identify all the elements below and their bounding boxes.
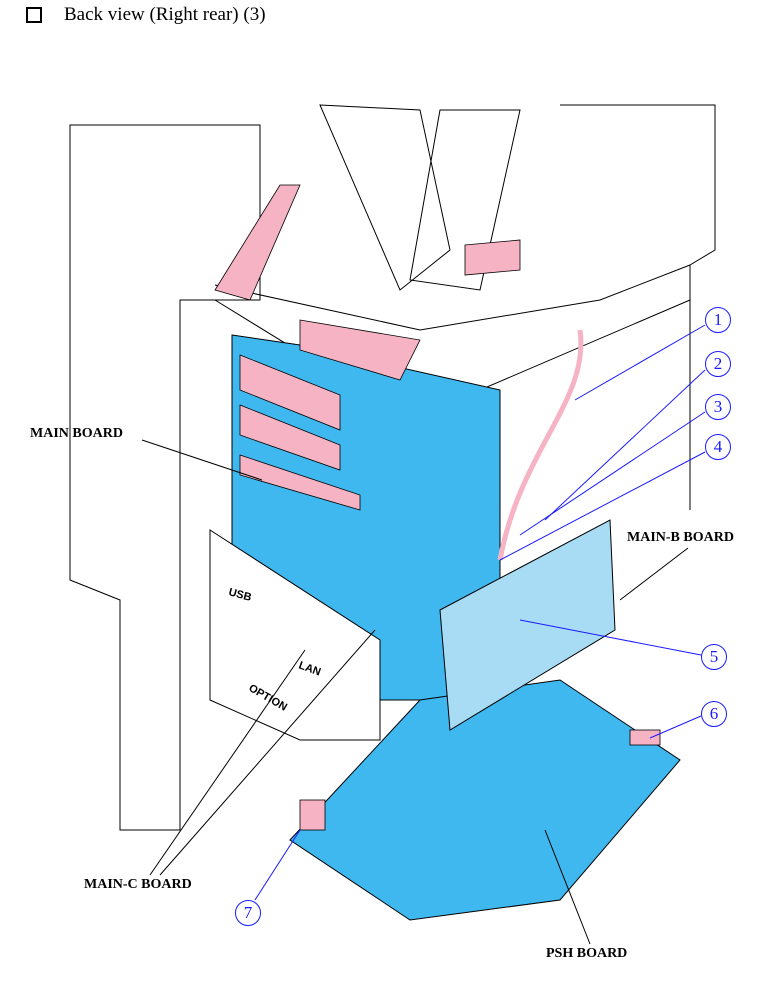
cable-1 [497, 329, 584, 561]
right-frame [560, 104, 716, 510]
top-frame-edge [214, 264, 691, 331]
cable-flat-4 [239, 454, 361, 511]
usb-lettering: USB [227, 586, 253, 604]
callout-1: 1 [705, 307, 731, 333]
heading-text: Back view (Right rear) (3) [64, 4, 266, 25]
cable-flat-1 [214, 184, 301, 301]
cable-top-right [464, 239, 521, 276]
left-frame [69, 124, 261, 831]
main-b-board-label: MAIN-B BOARD [627, 530, 734, 545]
connector-6 [629, 729, 661, 746]
psh-board-label: PSH BOARD [546, 946, 628, 961]
main-board-label: MAIN BOARD [30, 426, 123, 441]
psh-board-shape [289, 679, 681, 921]
connector-7 [299, 799, 326, 831]
main-c-board-label: MAIN-C BOARD [84, 877, 192, 892]
cable-flat-5 [299, 319, 421, 381]
section-heading: Back view (Right rear) (3) [26, 4, 266, 26]
cable-flat-3 [239, 404, 341, 471]
checkbox-square-icon [26, 7, 42, 23]
main-b-board-shape [439, 519, 616, 731]
fan-housing [409, 109, 521, 291]
upper-bracket [319, 104, 451, 291]
callout-6: 6 [701, 701, 727, 727]
callout-4: 4 [705, 434, 731, 460]
main-c-bracket [209, 529, 381, 741]
callout-7: 7 [235, 900, 261, 926]
cable-flat-2 [239, 354, 341, 431]
callout-2: 2 [705, 351, 731, 377]
callout-5: 5 [701, 644, 727, 670]
callout-3: 3 [705, 394, 731, 420]
